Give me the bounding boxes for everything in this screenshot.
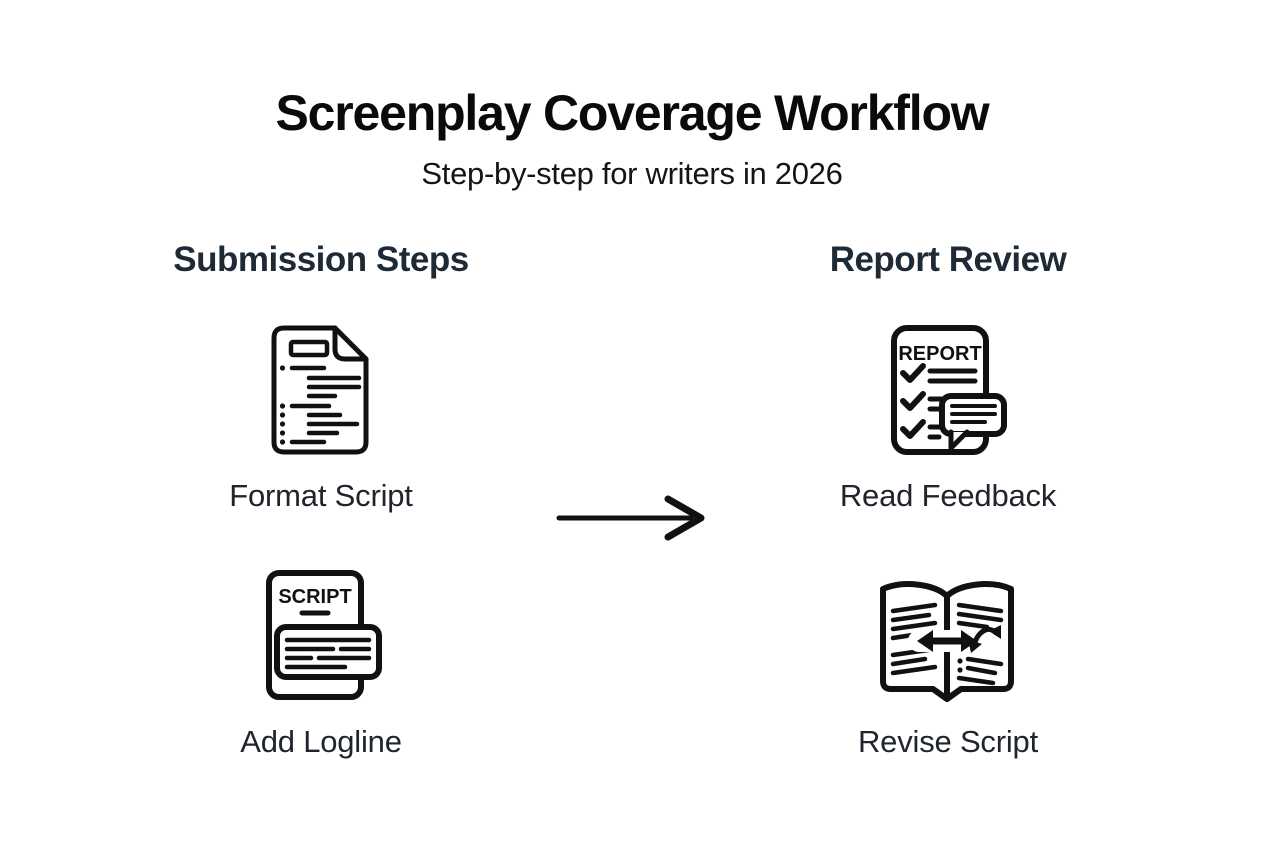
report-icon-title-text: REPORT xyxy=(898,343,981,365)
flow-right-arrow-icon xyxy=(556,495,710,546)
format-script-label: Format Script xyxy=(229,478,413,513)
script-logline-icon: SCRIPT xyxy=(259,569,383,701)
page-subtitle: Step-by-step for writers in 2026 xyxy=(421,156,843,191)
page-title: Screenplay Coverage Workflow xyxy=(275,85,990,141)
format-script-document-icon xyxy=(267,324,373,456)
read-feedback-label: Read Feedback xyxy=(839,478,1057,513)
report-review-heading: Report Review xyxy=(829,240,1067,279)
script-icon-title-text: SCRIPT xyxy=(278,586,351,608)
submission-steps-heading: Submission Steps xyxy=(173,240,469,279)
add-logline-label: Add Logline xyxy=(240,724,402,759)
revise-open-book-icon xyxy=(873,575,1021,703)
revise-script-label: Revise Script xyxy=(857,724,1038,759)
report-feedback-icon: REPORT xyxy=(889,324,1011,456)
